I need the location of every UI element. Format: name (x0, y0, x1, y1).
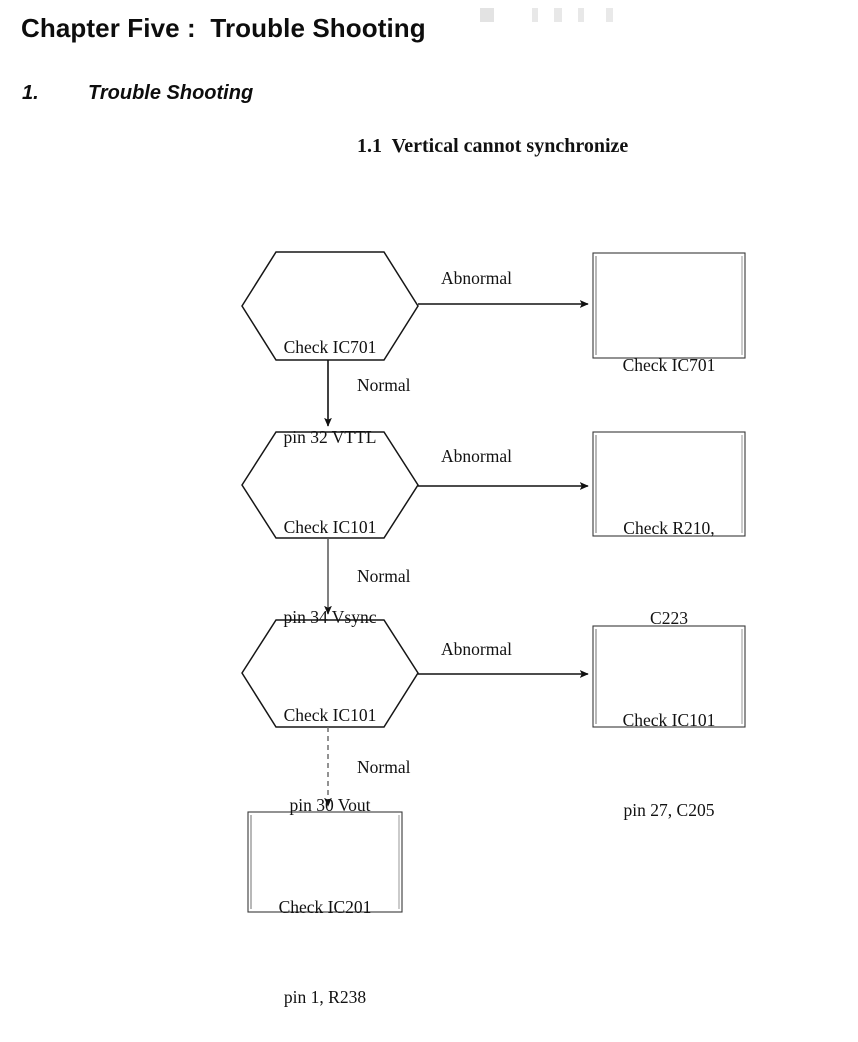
edge-label-normal-2: Normal (357, 566, 411, 586)
edge-label-abnormal-3: Abnormal (441, 639, 512, 659)
page-title: Chapter Five : Trouble Shooting (21, 13, 426, 43)
section-heading: Trouble Shooting (88, 82, 254, 104)
node-line-2: pin 1, R238 (283, 987, 367, 1007)
result-node-check-ic201[interactable] (247, 811, 403, 913)
edge-label-normal-3: Normal (357, 757, 411, 777)
edge-label-normal-1: Normal (357, 375, 411, 395)
troubleshooting-flowchart (241, 251, 746, 913)
edge-label-abnormal-1: Abnormal (441, 268, 512, 288)
edge-label-abnormal-2: Abnormal (441, 446, 512, 466)
subsection-heading: 1.1 Vertical cannot synchronize (357, 135, 629, 157)
result-node-check-ic101-pin27[interactable] (592, 625, 746, 728)
result-node-check-r210-c223[interactable] (592, 431, 746, 537)
decision-node-check-ic701-vttl[interactable] (241, 251, 419, 361)
decision-node-check-ic101-vout[interactable] (241, 619, 419, 728)
result-node-check-ic701[interactable] (592, 252, 746, 359)
section-number: 1. (22, 82, 39, 104)
decision-node-check-ic101-vsync[interactable] (241, 431, 419, 539)
